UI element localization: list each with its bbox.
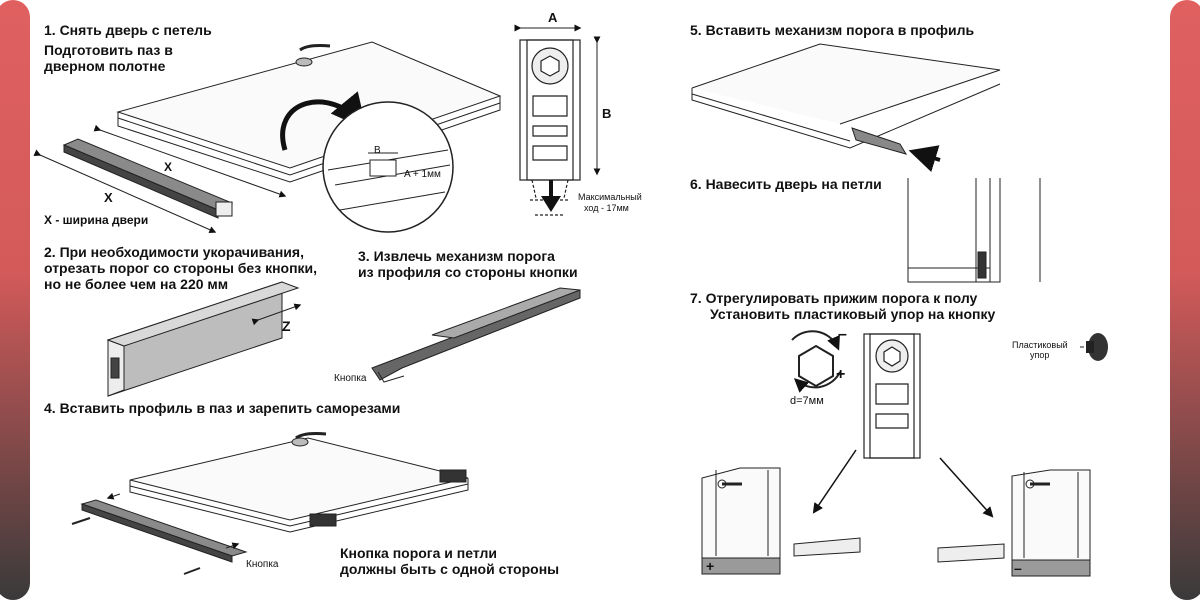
door-hung-step6: [907, 178, 1041, 283]
mechanism-step3: [371, 287, 581, 383]
dimension-lines-step1: [33, 124, 287, 233]
profile-bar-step4: [80, 499, 248, 563]
step-7-title-line2: Установить пластиковый упор на кнопку: [710, 306, 996, 322]
hex-size-label: d=7мм: [790, 395, 824, 407]
step-2-title-line1: 2. При необходимости укорачивания,: [44, 244, 304, 260]
step-1-subtitle-line1: Подготовить паз в: [44, 42, 173, 58]
note-line1: Кнопка порога и петли: [340, 545, 498, 561]
step-3-title-line2: из профиля со стороны кнопки: [358, 264, 578, 280]
profile-bar-step1: [62, 138, 234, 219]
max-travel-line2: ход - 17мм: [584, 203, 629, 213]
minus-small: –: [1014, 560, 1022, 576]
dimension-b: B: [602, 106, 612, 121]
step-3-title-line1: 3. Извлечь механизм порога: [358, 248, 555, 264]
plastic-stop-line2: упор: [1030, 350, 1050, 360]
button-label-step3: Кнопка: [334, 373, 367, 384]
door-bottom-step5: [691, 43, 1001, 155]
step-4-title: 4. Вставить профиль в паз и зарепить сам…: [44, 400, 401, 416]
threshold-gap-minus: [937, 543, 1005, 563]
plus-sign: +: [836, 366, 846, 383]
button-label-step4: Кнопка: [246, 559, 279, 570]
door-adjust-plus: [701, 467, 781, 575]
step-6-title: 6. Навесить дверь на петли: [690, 176, 882, 192]
left-decorative-bar: [0, 0, 30, 600]
dimension-x-left: X: [104, 190, 113, 205]
plastic-stop-icon: [1086, 333, 1108, 361]
adjustment-icon: [791, 330, 841, 393]
max-travel-line1: Максимальный: [578, 192, 642, 202]
dimension-a: A: [548, 10, 558, 25]
groove-detail-circle: [322, 101, 454, 233]
groove-depth-label: A + 1мм: [404, 169, 441, 180]
step-5-title: 5. Вставить механизм порога в профиль: [690, 22, 975, 38]
groove-width-b: B: [374, 145, 381, 156]
step-7-title-line1: 7. Отрегулировать прижим порога к полу: [690, 290, 978, 306]
rotate-arrow: [280, 91, 367, 151]
step-2-title-line3: но не более чем на 220 мм: [44, 276, 229, 292]
note-line2: должны быть с одной стороны: [340, 561, 560, 577]
plus-small: +: [706, 558, 715, 574]
dimension-z: Z: [282, 318, 291, 334]
step-1-subtitle-line2: дверном полотне: [44, 58, 166, 74]
profile-bar-step2: [106, 281, 300, 397]
x-definition: X - ширина двери: [44, 213, 149, 227]
profile-cross-section: [519, 39, 581, 216]
step-2-title-line2: отрезать порог со стороны без кнопки,: [44, 260, 318, 276]
dimension-x-top: X: [164, 160, 173, 174]
door-install-step4: [129, 432, 469, 533]
right-decorative-bar: [1170, 0, 1200, 600]
minus-sign: –: [838, 326, 847, 343]
door-adjust-minus: [1011, 469, 1091, 577]
step-1-title: 1. Снять дверь с петель: [44, 22, 212, 38]
profile-cross-section-step7: [863, 333, 921, 459]
threshold-gap-plus: [793, 537, 861, 557]
plastic-stop-line1: Пластиковый: [1012, 340, 1068, 350]
